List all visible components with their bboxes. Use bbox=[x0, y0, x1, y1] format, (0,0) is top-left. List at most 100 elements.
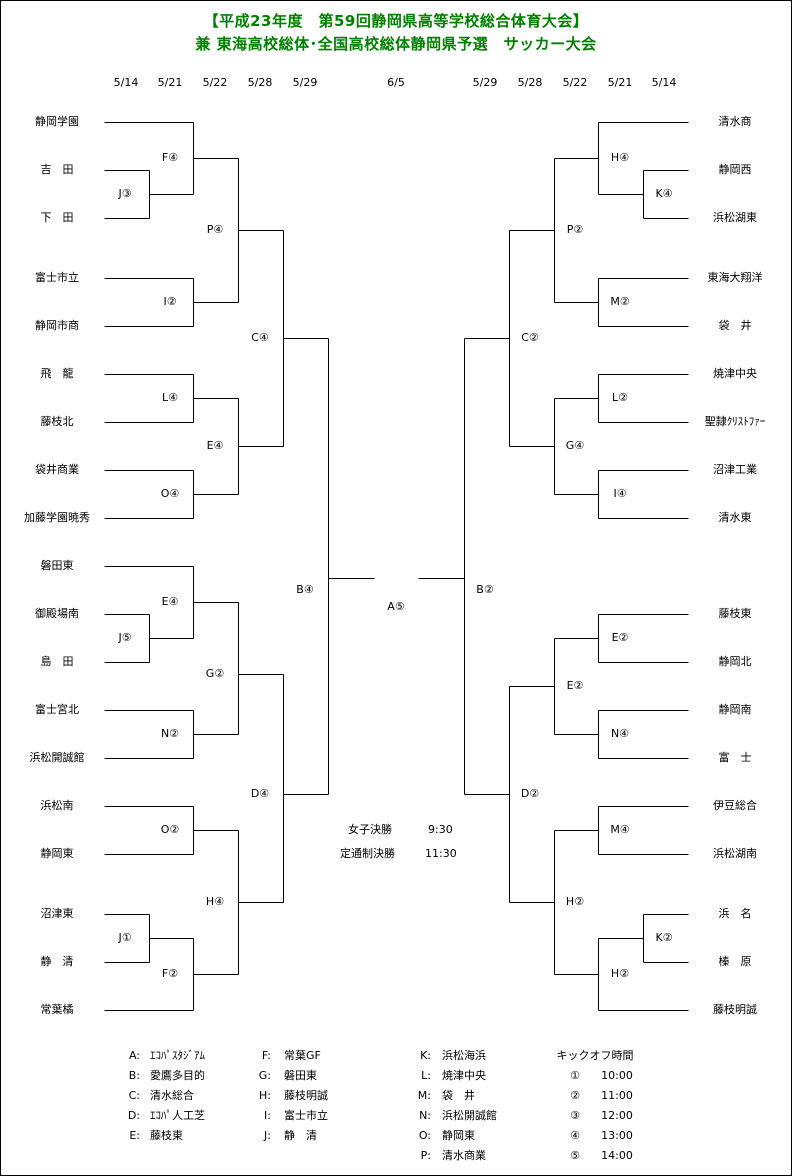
venue-code-4: D: bbox=[127, 1109, 140, 1122]
match-left-r3-2: E④ bbox=[206, 439, 224, 452]
match-final: A⑤ bbox=[387, 600, 405, 613]
match-left-r1-3: J① bbox=[118, 931, 132, 944]
kickoff-time-5: 14:00 bbox=[601, 1149, 633, 1162]
kickoff-mark-5: ⑤ bbox=[570, 1149, 580, 1162]
team-right-16: 浜 名 bbox=[718, 907, 752, 920]
team-left-4: 富士市立 bbox=[35, 271, 79, 284]
date-left-round-2: 5/21 bbox=[157, 76, 183, 89]
venue-code-1: A: bbox=[128, 1049, 140, 1062]
venue-code-8: H: bbox=[259, 1089, 271, 1102]
match-left-r2-2: I② bbox=[163, 295, 177, 308]
team-right-2: 静岡西 bbox=[718, 163, 752, 176]
match-right-r2-3: L② bbox=[612, 391, 628, 404]
match-right-r3-1: P② bbox=[566, 223, 584, 236]
kickoff-time-2: 11:00 bbox=[601, 1089, 633, 1102]
match-left-r1-1: J③ bbox=[118, 187, 132, 200]
kickoff-time-4: 13:00 bbox=[601, 1129, 633, 1142]
team-right-4: 東海大翔洋 bbox=[707, 271, 763, 284]
kickoff-mark-3: ③ bbox=[570, 1109, 580, 1122]
venue-name-7: 磐田東 bbox=[284, 1069, 317, 1082]
match-right-r3-4: H② bbox=[565, 895, 585, 908]
schedule-time-women: 9:30 bbox=[428, 823, 453, 836]
match-left-r2-7: O② bbox=[160, 823, 180, 836]
venue-code-9: I: bbox=[264, 1109, 271, 1122]
kickoff-time-3: 12:00 bbox=[601, 1109, 633, 1122]
schedule-label-women: 女子決勝 bbox=[348, 823, 392, 836]
match-right-r2-4: I④ bbox=[613, 487, 627, 500]
venue-name-14: 浜松開誠館 bbox=[442, 1109, 497, 1122]
venue-name-11: 浜松海浜 bbox=[442, 1049, 486, 1062]
team-right-18: 藤枝明誠 bbox=[713, 1003, 757, 1016]
venue-code-2: B: bbox=[128, 1069, 140, 1082]
venue-name-4: ｴｺﾊﾟ人工芝 bbox=[150, 1109, 205, 1122]
date-right-round-5: 5/14 bbox=[651, 76, 677, 89]
venue-name-1: ｴｺﾊﾟｽﾀｼﾞｱﾑ bbox=[150, 1049, 205, 1062]
venue-name-8: 藤枝明誠 bbox=[284, 1089, 328, 1102]
team-right-9: 清水東 bbox=[718, 511, 752, 524]
tournament-title: 【平成23年度 第59回静岡県高等学校総合体育大会】 bbox=[203, 12, 589, 30]
match-right-r3-3: E② bbox=[566, 679, 584, 692]
kickoff-time-1: 10:00 bbox=[601, 1069, 633, 1082]
date-final: 6/5 bbox=[387, 76, 405, 89]
team-left-10: 磐田東 bbox=[40, 559, 74, 572]
venue-code-3: C: bbox=[128, 1089, 140, 1102]
date-left-round-3: 5/22 bbox=[202, 76, 228, 89]
match-right-r1-2: K② bbox=[655, 931, 673, 944]
team-right-3: 浜松湖東 bbox=[713, 211, 757, 224]
match-left-r4-1: C④ bbox=[251, 331, 269, 344]
team-right-6: 焼津中央 bbox=[713, 367, 757, 380]
team-right-17: 榛 原 bbox=[718, 955, 752, 968]
team-left-17: 沼津東 bbox=[40, 907, 74, 920]
team-right-13: 富 士 bbox=[718, 751, 752, 764]
team-right-1: 清水商 bbox=[718, 115, 752, 128]
match-left-r3-4: H④ bbox=[205, 895, 225, 908]
venue-code-16: P: bbox=[420, 1149, 431, 1162]
venue-code-12: L: bbox=[421, 1069, 431, 1082]
match-left-r3-1: P④ bbox=[206, 223, 224, 236]
team-right-14: 伊豆総合 bbox=[713, 799, 757, 812]
team-left-9: 加藤学園暁秀 bbox=[24, 511, 90, 524]
team-left-14: 浜松開誠館 bbox=[29, 751, 85, 764]
date-right-round-1: 5/29 bbox=[472, 76, 498, 89]
team-left-2: 吉 田 bbox=[40, 163, 74, 176]
kickoff-mark-1: ① bbox=[570, 1069, 580, 1082]
team-left-18: 静 清 bbox=[40, 955, 74, 968]
venue-name-10: 静 清 bbox=[284, 1129, 317, 1142]
match-left-r2-4: O④ bbox=[160, 487, 180, 500]
team-right-8: 沼津工業 bbox=[713, 463, 757, 476]
match-right-r2-7: M④ bbox=[610, 823, 630, 836]
match-right-r5-1: B② bbox=[476, 583, 494, 596]
kickoff-mark-4: ④ bbox=[570, 1129, 580, 1142]
venue-code-6: F: bbox=[261, 1049, 271, 1062]
venue-name-5: 藤枝東 bbox=[150, 1129, 183, 1142]
team-left-12: 島 田 bbox=[40, 655, 74, 668]
venue-code-13: M: bbox=[417, 1089, 431, 1102]
team-left-16: 静岡東 bbox=[40, 847, 74, 860]
team-left-6: 飛 龍 bbox=[40, 367, 74, 380]
date-right-round-4: 5/21 bbox=[607, 76, 633, 89]
team-left-13: 富士宮北 bbox=[35, 703, 79, 716]
team-left-3: 下 田 bbox=[40, 211, 74, 224]
match-left-r3-3: G② bbox=[205, 667, 225, 680]
date-right-round-3: 5/22 bbox=[562, 76, 588, 89]
tournament-subtitle: 兼 東海高校総体･全国高校総体静岡県予選 サッカー大会 bbox=[195, 35, 597, 53]
match-right-r3-2: G④ bbox=[565, 439, 585, 452]
match-left-r5-1: B④ bbox=[296, 583, 314, 596]
match-right-r2-1: H④ bbox=[610, 151, 630, 164]
match-right-r2-8: H② bbox=[610, 967, 630, 980]
date-left-round-5: 5/29 bbox=[292, 76, 318, 89]
match-left-r2-6: N② bbox=[160, 727, 180, 740]
match-right-r2-6: N④ bbox=[610, 727, 630, 740]
team-right-7: 聖隷ｸﾘｽﾄﾌｧｰ bbox=[704, 415, 766, 428]
venue-name-2: 愛鷹多目的 bbox=[150, 1069, 205, 1082]
schedule-time-parttime: 11:30 bbox=[425, 847, 457, 860]
venue-code-7: G: bbox=[258, 1069, 271, 1082]
venue-name-9: 富士市立 bbox=[284, 1109, 328, 1122]
kickoff-mark-2: ② bbox=[570, 1089, 580, 1102]
team-left-5: 静岡市商 bbox=[35, 319, 79, 332]
venue-code-14: N: bbox=[419, 1109, 431, 1122]
date-right-round-2: 5/28 bbox=[517, 76, 543, 89]
venue-name-3: 清水総合 bbox=[150, 1089, 194, 1102]
venue-code-5: E: bbox=[129, 1129, 140, 1142]
